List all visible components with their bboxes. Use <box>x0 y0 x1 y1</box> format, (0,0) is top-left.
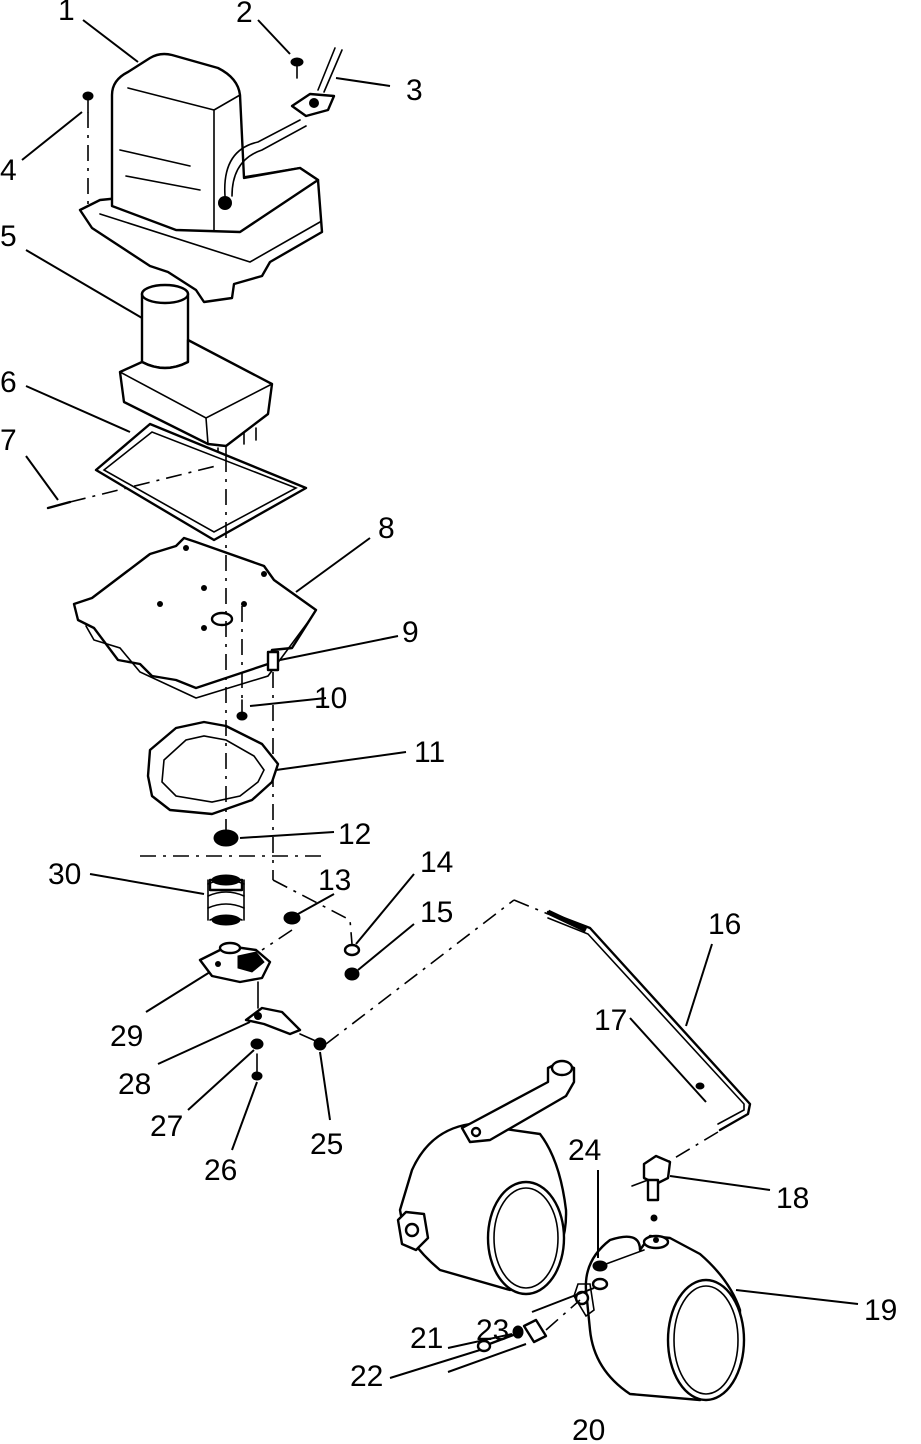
callout-2: 2 <box>236 0 253 29</box>
part-6-gasket <box>94 422 308 542</box>
callout-15: 15 <box>420 896 453 929</box>
part-22-bolt <box>476 1332 518 1353</box>
callout-14: 14 <box>420 846 453 879</box>
callout-17: 17 <box>594 1004 627 1037</box>
callout-12: 12 <box>338 818 371 851</box>
part-8-base-plate <box>72 536 318 699</box>
centerline-14 <box>272 879 353 945</box>
axis-24 <box>605 1249 645 1265</box>
part-19-nozzle <box>573 1234 746 1402</box>
callout-7: 7 <box>0 424 17 457</box>
callout-26: 26 <box>204 1154 237 1187</box>
callout-24: 24 <box>568 1134 601 1167</box>
part-4-screw <box>82 91 94 208</box>
callout-5: 5 <box>0 220 17 253</box>
callout-23: 23 <box>476 1314 509 1347</box>
callout-22: 22 <box>350 1360 383 1393</box>
callout-1: 1 <box>58 0 75 27</box>
part-26-screw <box>251 1053 263 1081</box>
callout-6: 6 <box>0 366 17 399</box>
callout-10: 10 <box>314 682 347 715</box>
part-16-linkage-rod <box>325 899 752 1132</box>
part-21-washer <box>512 1325 524 1339</box>
callout-11: 11 <box>414 736 445 769</box>
callout-21: 21 <box>410 1322 443 1355</box>
callout-16: 16 <box>708 908 741 941</box>
callout-13: 13 <box>318 864 351 897</box>
callout-20: 20 <box>572 1414 605 1444</box>
part-18-swivel <box>631 1131 719 1222</box>
callout-25: 25 <box>310 1128 343 1161</box>
callout-3: 3 <box>406 74 423 107</box>
part-10-screw <box>236 606 248 721</box>
callout-19: 19 <box>864 1294 897 1327</box>
callout-27: 27 <box>150 1110 183 1143</box>
part-20-bushing <box>522 1299 581 1344</box>
part-12-seal <box>213 456 239 847</box>
part-27-washer <box>250 1038 264 1050</box>
callout-30: 30 <box>48 858 81 891</box>
leader-lines <box>21 19 859 1379</box>
part-17-clip <box>695 1082 705 1090</box>
part-29-cam <box>198 941 272 984</box>
part-5-motor <box>118 283 274 475</box>
part-24-washer <box>592 1260 608 1272</box>
callout-29: 29 <box>110 1020 143 1053</box>
callout-8: 8 <box>378 512 395 545</box>
left-nozzle-housing <box>396 1059 576 1296</box>
callout-9: 9 <box>402 616 419 649</box>
part-15-nut <box>344 967 360 981</box>
part-28-lever <box>244 981 302 1036</box>
part-13-nut <box>261 911 301 951</box>
part-2-screw <box>290 57 304 79</box>
part-3-wire-clip <box>290 47 343 118</box>
part-30-spring <box>207 874 245 926</box>
part-25-ball-joint <box>299 1033 327 1051</box>
callout-18: 18 <box>776 1182 809 1215</box>
part-1-cover <box>78 52 324 304</box>
part-23-washer <box>591 1277 609 1291</box>
part-11-gasket <box>146 720 280 816</box>
part-14-washer <box>343 943 361 957</box>
callout-4: 4 <box>0 154 17 187</box>
callout-28: 28 <box>118 1068 151 1101</box>
part-7-pin <box>46 465 217 510</box>
